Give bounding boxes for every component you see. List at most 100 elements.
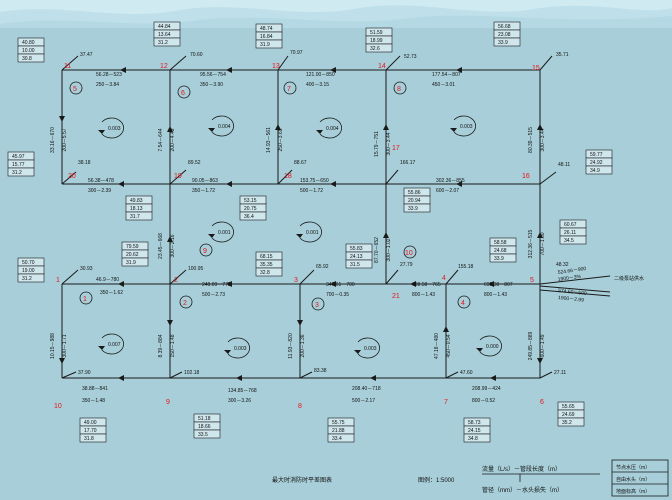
loop-id-8: 8 [397, 86, 401, 93]
pipe-size-loss: 300－2.39 [88, 188, 111, 194]
node-box-cell [255, 39, 283, 49]
node-box-cell [239, 211, 267, 221]
pipe-size-loss: 350－1.48 [82, 398, 105, 404]
node-box-value: 68.15 [260, 254, 273, 260]
node-box-value: 31.9 [126, 260, 136, 266]
node-id-label: 1 [56, 277, 60, 284]
node-box-value: 40.80 [22, 40, 35, 46]
pipe-flow-length: 10.15－988 [50, 333, 56, 359]
node-box-value: 17.70 [84, 428, 97, 434]
loop-circulation-arrow [299, 221, 322, 243]
pipe-flow-length: 15.79－751 [374, 131, 380, 157]
pipe-size-loss: 500－1.72 [300, 188, 323, 194]
node-box-value: 34.8 [468, 436, 478, 442]
loop-arrow-head [224, 350, 231, 354]
node-box-value: 15.77 [12, 162, 25, 168]
pipe-flow-length: 312.36－515 [528, 229, 534, 258]
node-demand: 37.90 [78, 370, 91, 376]
loop-arrow-head [316, 130, 323, 134]
node-box-cell [153, 37, 181, 47]
node-demand: 102.18 [184, 370, 200, 376]
node-demand: 52.73 [404, 54, 417, 60]
node-box-cell [557, 417, 585, 427]
node-id-label: 14 [378, 63, 386, 70]
loop-id-1: 1 [83, 296, 87, 303]
pipe-size-loss: 150－1.48 [170, 334, 176, 357]
legend-bottom: 管径（mm）－水头损失（m） [482, 486, 563, 494]
node-demand: 100.95 [188, 266, 204, 272]
pipe-size-loss: 700－1.60 [540, 232, 546, 255]
loop-id-3: 3 [315, 302, 319, 309]
pump-station-note: 二级泵站供水 [614, 275, 644, 282]
node-box-value: 24.15 [468, 428, 481, 434]
pipe-size-loss: 500－2.73 [202, 292, 225, 298]
node-box-value: 49.83 [130, 198, 143, 204]
node-box-value: 18.13 [130, 206, 143, 212]
node-id-label: 21 [392, 293, 400, 300]
node-id-label: 8 [298, 403, 302, 410]
pipe-flow-length: 33.16－670 [50, 127, 56, 153]
loop-9: 0.003 [354, 337, 380, 359]
node-id-label: 5 [530, 277, 534, 284]
pipe-flow-length: 14.93－561 [266, 127, 272, 153]
loop-correction: 0.003 [108, 126, 121, 132]
loop-arrow-head [98, 130, 105, 134]
loop-1: 0.003 [98, 117, 124, 139]
loop-correction: 0.004 [218, 124, 231, 130]
loop-4: 0.003 [450, 115, 476, 137]
pipe-size-loss: 700－0.35 [326, 292, 349, 298]
pipe-flow-length: 302.36－855 [436, 178, 465, 184]
supply-annotation: 48.32 524.66－900 1900－3% 574.60－500 1900… [96, 262, 644, 304]
node-box-value: 48.74 [260, 26, 273, 32]
node-id-label: 12 [160, 63, 168, 70]
pipe-size-loss: 600－1.49 [540, 334, 546, 357]
node-box-value: 45.97 [12, 154, 25, 160]
node-demand: 38.18 [78, 160, 91, 166]
pipe-flow-length: 177.54－807 [432, 72, 461, 78]
node-box-cell [403, 203, 431, 213]
node-id-label: 17 [392, 145, 400, 152]
pipe-flow-length: 95.56－754 [200, 72, 226, 78]
node-id-label: 3 [294, 277, 298, 284]
node-box-value: 13.64 [158, 32, 171, 38]
loop-arrow-head [98, 346, 105, 350]
pipe-flow-length: 8.39－884 [158, 334, 164, 357]
loop-correction: 0.003 [460, 124, 473, 130]
node-box-value: 10.00 [22, 48, 35, 54]
node-box-cell [489, 253, 517, 263]
loop-circulation-arrow [319, 117, 342, 139]
pipe-size-loss: 600－2.07 [436, 188, 459, 194]
drawing-title: 最大时消防时平差图表 [272, 476, 332, 484]
pipe-flow-length: 121.00－850 [306, 72, 335, 78]
node-box-value: 58.58 [494, 240, 507, 246]
node-box-value: 33.9 [494, 256, 504, 262]
node-box-value: 56.68 [498, 24, 511, 30]
node-box-value: 18.99 [370, 38, 383, 44]
node-box-cell [17, 53, 45, 63]
node-box-cell [327, 433, 355, 443]
loop-id-4: 4 [461, 300, 465, 307]
node-box-value: 20.62 [126, 252, 139, 258]
pipe-size-loss: 800－1.43 [484, 292, 507, 298]
node-box-value: 18.66 [198, 424, 211, 430]
node-demand: 30.93 [80, 266, 93, 272]
node-box-value: 32.8 [260, 270, 270, 276]
node-box-cell [585, 165, 613, 175]
